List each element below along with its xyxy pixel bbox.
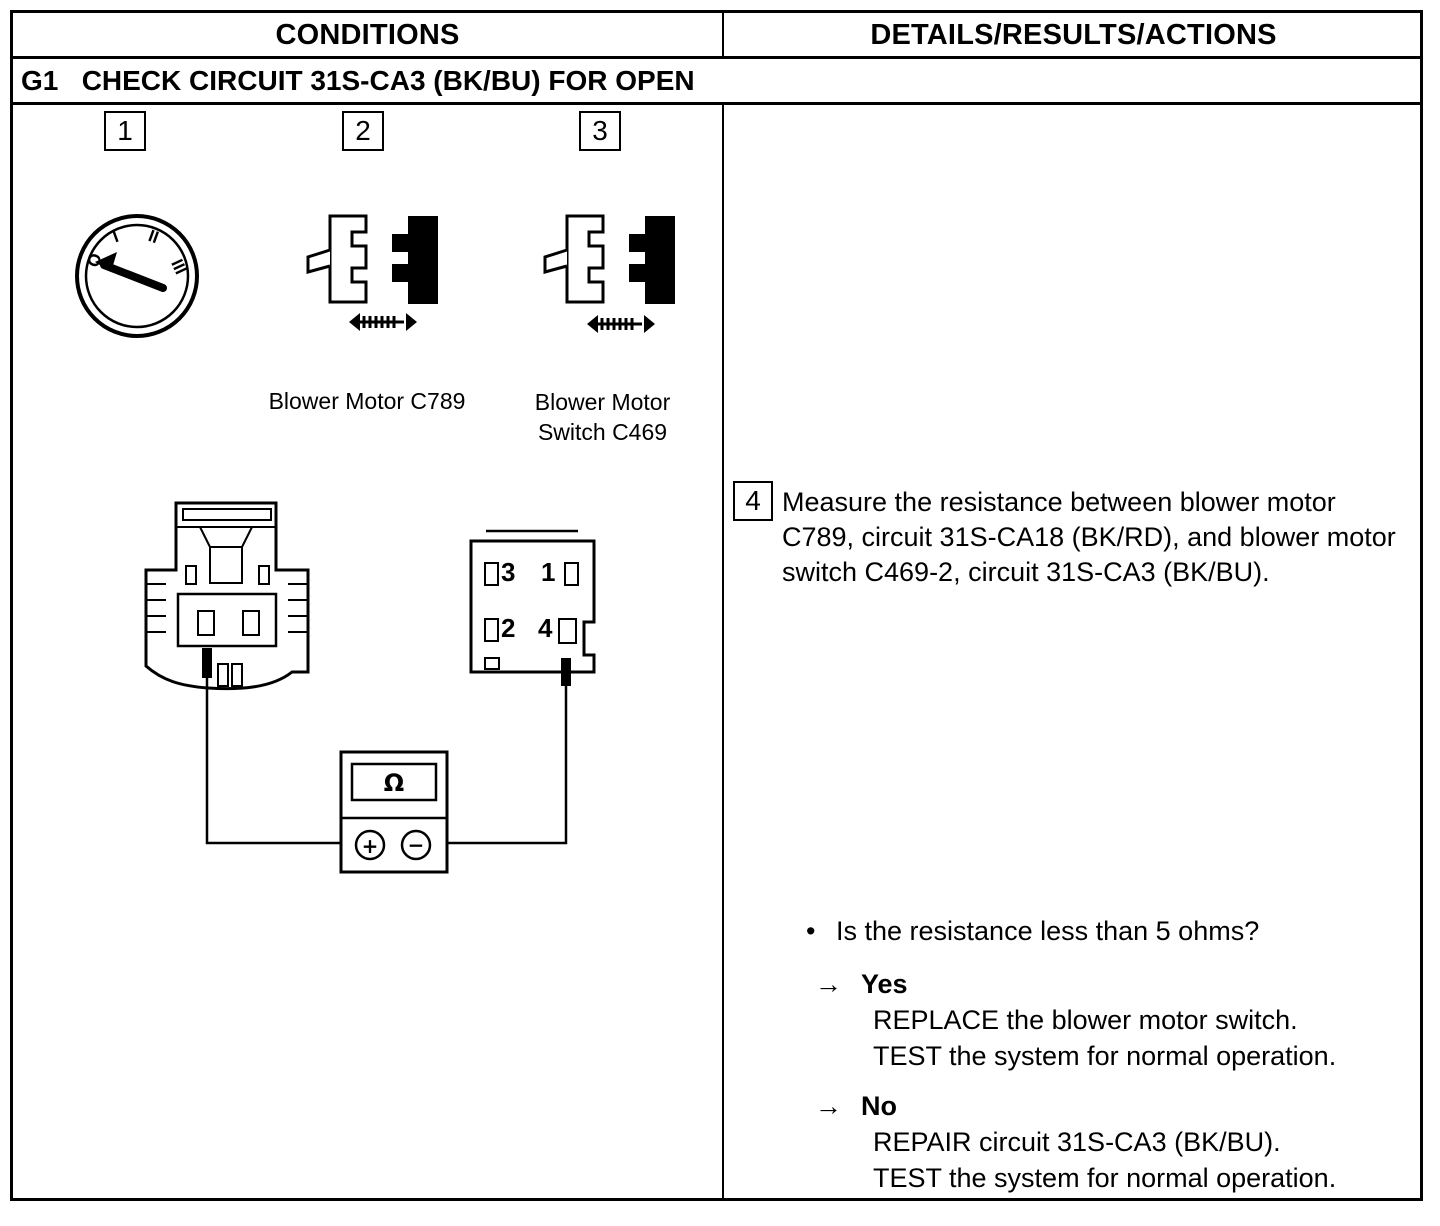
question-text: Is the resistance less than 5 ohms? bbox=[836, 916, 1260, 946]
switch-pin-3-label: 3 bbox=[501, 557, 515, 587]
step-1-number-box: 1 bbox=[104, 111, 146, 151]
diagnostic-table: CONDITIONS DETAILS/RESULTS/ACTIONS G1 CH… bbox=[10, 10, 1423, 1201]
answer-no-action-2: TEST the system for normal operation. bbox=[873, 1163, 1337, 1193]
disconnect-connector-icon bbox=[306, 214, 438, 331]
positive-test-lead bbox=[205, 678, 356, 845]
conditions-header: CONDITIONS bbox=[275, 19, 460, 51]
meter-probe-negative bbox=[561, 658, 571, 686]
step-3-number-box: 3 bbox=[579, 111, 621, 151]
blower-motor-connector-face bbox=[144, 501, 310, 691]
bullet-icon: • bbox=[806, 916, 816, 946]
step-title: G1 CHECK CIRCUIT 31S-CA3 (BK/BU) FOR OPE… bbox=[21, 65, 695, 96]
answer-yes-action-1: REPLACE the blower motor switch. bbox=[873, 1005, 1298, 1035]
blower-motor-switch-connector-face: 3 1 2 4 bbox=[469, 529, 596, 674]
switch-pin-1-label: 1 bbox=[541, 557, 555, 587]
ohmmeter-icon: Ω + − bbox=[339, 750, 449, 874]
disconnect-connector-icon bbox=[543, 214, 675, 333]
switch-pin-2-label: 2 bbox=[501, 613, 515, 643]
arrow-right-icon: → bbox=[815, 969, 842, 999]
answer-no-action-1: REPAIR circuit 31S-CA3 (BK/BU). bbox=[873, 1127, 1281, 1157]
result-question: • Is the resistance less than 5 ohms? bbox=[806, 916, 1259, 947]
blower-motor-c789-caption: Blower Motor C789 bbox=[268, 388, 466, 414]
header-column-divider bbox=[722, 13, 724, 58]
header-divider bbox=[13, 56, 1420, 59]
step-2-number-box: 2 bbox=[342, 111, 384, 151]
answer-yes-action-2: TEST the system for normal operation. bbox=[873, 1041, 1337, 1071]
answer-yes-label: Yes bbox=[861, 969, 908, 999]
step-4-number-box: 4 bbox=[733, 481, 773, 521]
ignition-pos-i: I bbox=[110, 227, 121, 246]
meter-probe-positive bbox=[202, 648, 212, 678]
negative-terminal-label: − bbox=[408, 833, 425, 857]
positive-terminal-label: + bbox=[362, 834, 379, 858]
blower-motor-switch-caption-line2: Switch C469 bbox=[537, 419, 668, 445]
switch-pin-4-label: 4 bbox=[538, 613, 553, 643]
answer-no-label: No bbox=[861, 1091, 897, 1121]
title-divider bbox=[13, 102, 1420, 105]
negative-test-lead bbox=[432, 686, 568, 845]
step-4-instruction: Measure the resistance between blower mo… bbox=[782, 487, 1396, 587]
ohm-symbol: Ω bbox=[384, 769, 404, 797]
body-column-divider bbox=[722, 104, 724, 1201]
ignition-switch-off-icon: O I II III bbox=[75, 214, 199, 338]
details-header: DETAILS/RESULTS/ACTIONS bbox=[870, 19, 1277, 51]
arrow-right-icon: → bbox=[815, 1091, 842, 1121]
ignition-pos-o: O bbox=[83, 251, 105, 270]
blower-motor-switch-caption-line1: Blower Motor bbox=[534, 389, 671, 415]
